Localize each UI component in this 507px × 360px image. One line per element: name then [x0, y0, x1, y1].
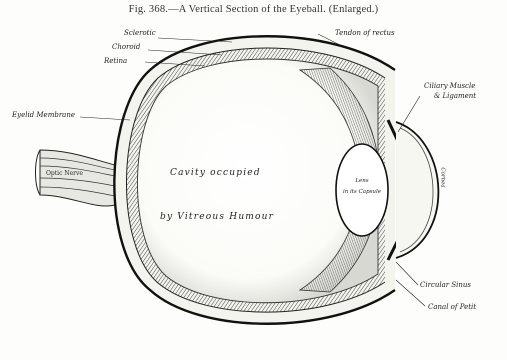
label-ciliary-muscle: Ciliary Muscle: [424, 82, 475, 90]
label-lens-line2: in its Capsule: [338, 189, 386, 196]
label-choroid: Choroid: [112, 43, 140, 51]
label-retina: Retina: [104, 57, 127, 65]
cornea: [396, 122, 438, 258]
label-ciliary-ligament: & Ligament: [434, 92, 476, 100]
label-circular-sinus: Circular Sinus: [420, 281, 471, 289]
label-sclerotic: Sclerotic: [124, 29, 156, 37]
label-optic-nerve: Optic Nerve: [46, 170, 83, 178]
label-canal-of-petit: Canal of Petit: [428, 303, 476, 311]
figure-caption: Fig. 368.—A Vertical Section of the Eyeb…: [0, 4, 507, 15]
label-cornea: Cornea: [439, 160, 446, 196]
label-cavity-line2: by Vitreous Humour: [160, 212, 274, 222]
label-eyelid-membrane: Eyelid Membrane: [12, 111, 75, 119]
label-cavity-line1: Cavity occupied: [170, 168, 261, 178]
label-lens-line1: Lens: [342, 178, 382, 185]
optic-nerve: [36, 150, 116, 206]
label-tendon-of-rectus: Tendon of rectus: [335, 29, 395, 37]
